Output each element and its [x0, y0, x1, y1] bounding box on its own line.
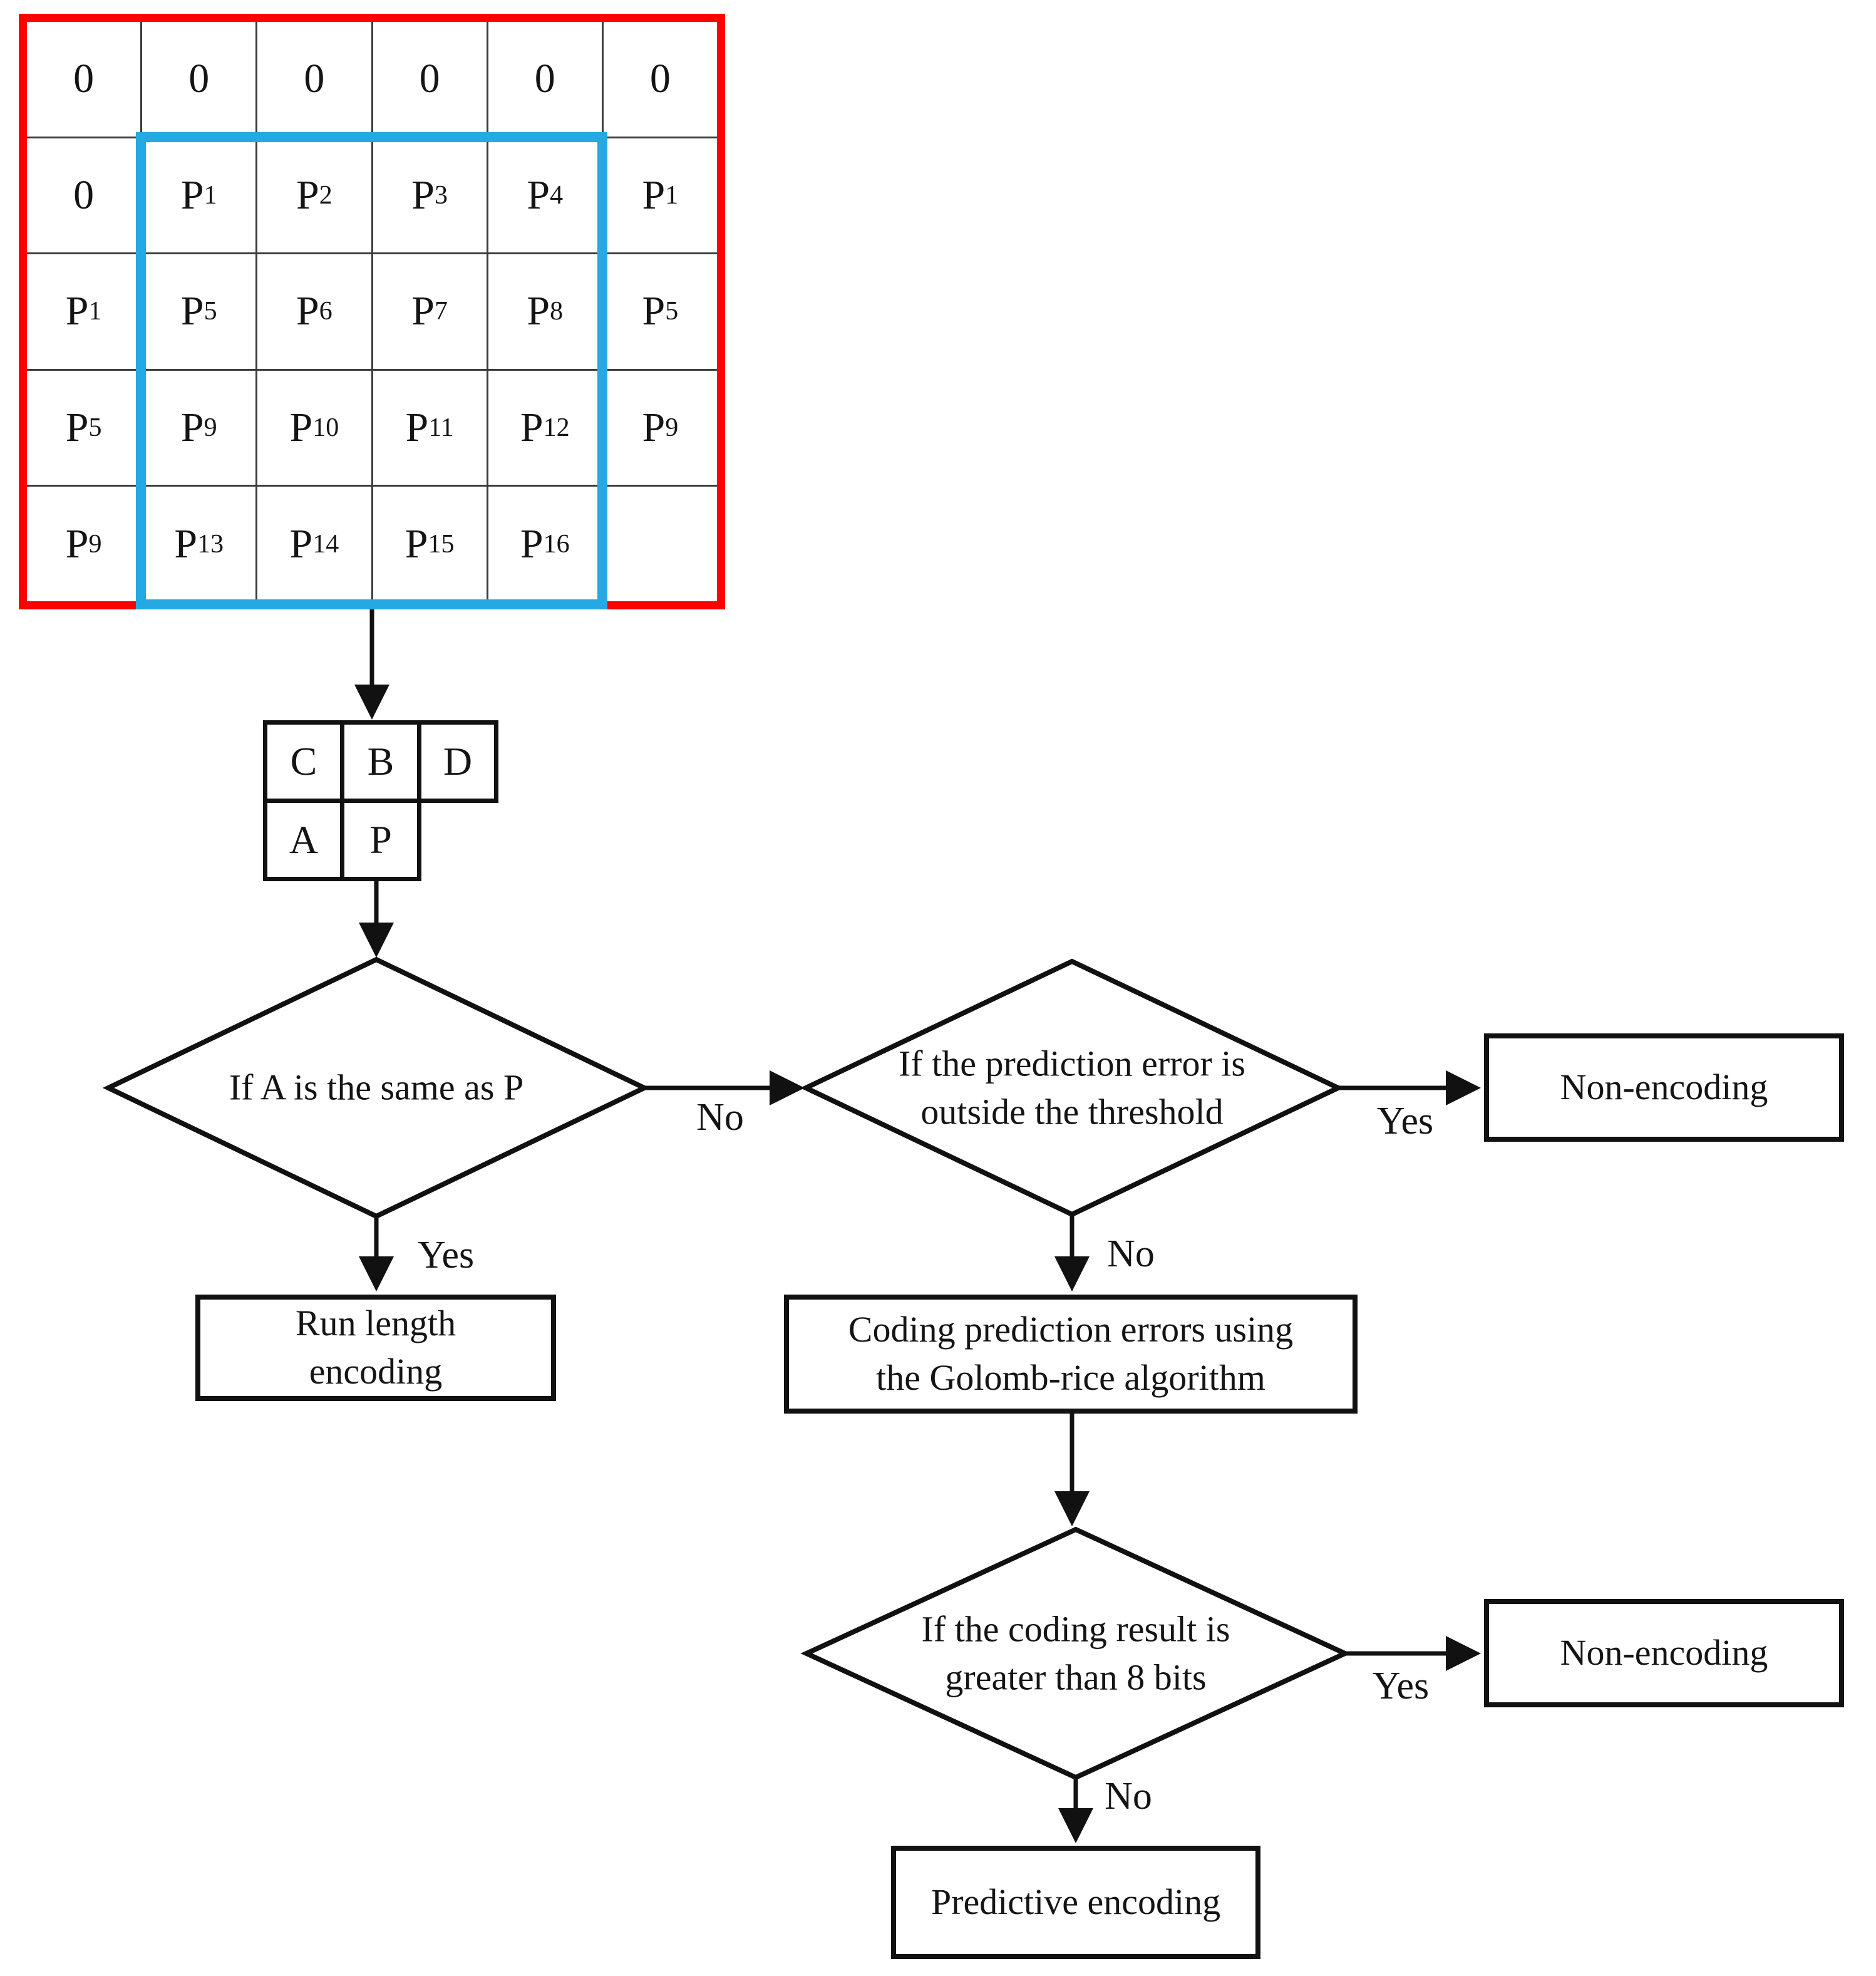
non-encoding-2-text: Non-encoding [1560, 1632, 1768, 1673]
pixel-grid-cell: 0 [142, 22, 256, 137]
decision3-text: If the coding result is greater than 8 b… [922, 1605, 1230, 1701]
non-encoding-box-2: Non-encoding [1484, 1599, 1844, 1707]
decision3-no-label: No [1105, 1775, 1152, 1818]
coding-line2: the Golomb-rice algorithm [876, 1357, 1265, 1398]
decision2-yes-label: Yes [1376, 1100, 1434, 1142]
non-encoding-1-text: Non-encoding [1560, 1067, 1768, 1108]
decision2-text: If the prediction error is outside the t… [899, 1040, 1245, 1135]
run-length-line2: encoding [309, 1351, 443, 1392]
decision1-line: If A is the same as P [229, 1067, 524, 1108]
decision3-yes-label: Yes [1372, 1665, 1430, 1707]
pixel-grid-cell [603, 487, 717, 601]
decision2-line1: If the prediction error is [898, 1043, 1246, 1084]
predictive-encoding-text: Predictive encoding [930, 1881, 1221, 1923]
predictive-encoding-box: Predictive encoding [891, 1846, 1260, 1959]
decision1-text: If A is the same as P [229, 1064, 523, 1112]
non-encoding-box-1: Non-encoding [1484, 1033, 1844, 1142]
pixel-grid-cell: 0 [603, 22, 717, 137]
decision1-no-label: No [696, 1096, 744, 1139]
decision2-no-label: No [1107, 1233, 1155, 1275]
run-length-encoding-box: Run length encoding [195, 1295, 556, 1401]
pixel-grid-cell: 0 [488, 22, 602, 137]
neighborhood-cell-d: D [417, 720, 498, 803]
neighborhood-cell-p: P [340, 799, 421, 881]
run-length-line1: Run length [295, 1303, 456, 1344]
pixel-grid-cell: 0 [27, 138, 141, 253]
coding-line1: Coding prediction errors using [848, 1309, 1294, 1350]
decision3-line2: greater than 8 bits [945, 1657, 1207, 1697]
decision2-line2: outside the threshold [920, 1091, 1224, 1132]
decision1-yes-label: Yes [417, 1234, 475, 1276]
pixel-grid-cell: 0 [27, 22, 141, 137]
decision3-line1: If the coding result is [921, 1608, 1230, 1650]
golomb-rice-coding-box: Coding prediction errors using the Golom… [784, 1295, 1358, 1414]
pixel-grid-cell: 0 [373, 22, 487, 137]
pixel-grid-cell: 0 [257, 22, 371, 137]
